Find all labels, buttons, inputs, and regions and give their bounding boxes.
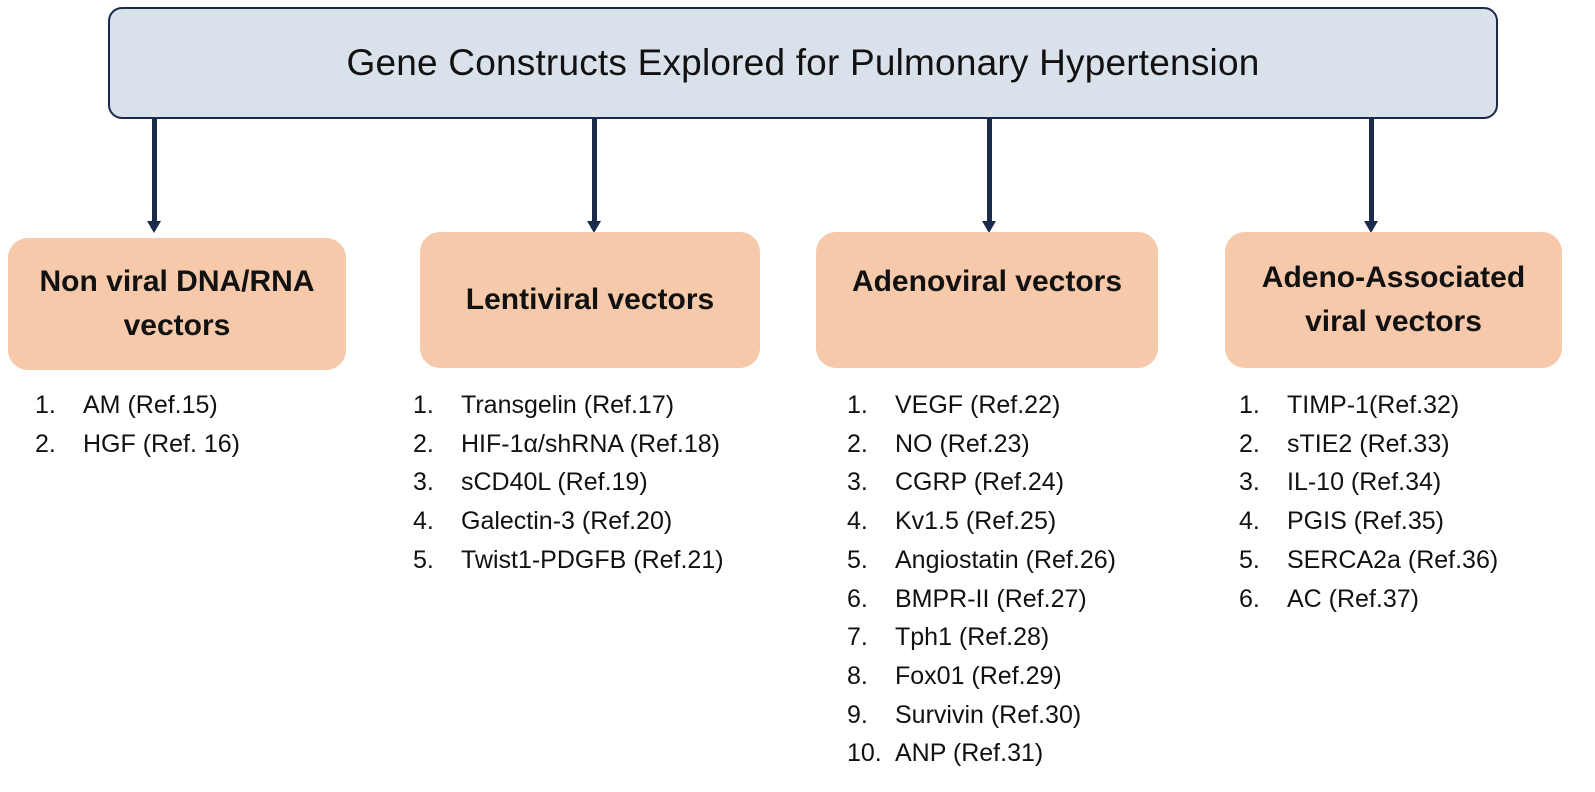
non-viral-list: 1.AM (Ref.15) 2.HGF (Ref. 16) (35, 386, 240, 463)
list-item: 1.TIMP-1(Ref.32) (1239, 391, 1460, 419)
category-adenoviral: Adenoviral vectors (816, 232, 1158, 368)
arrow-to-adenoviral (982, 119, 996, 233)
category-label: Lentiviral vectors (465, 283, 715, 316)
list-item: 6.AC (Ref.37) (1239, 584, 1419, 613)
list-item: 7.Tph1 (Ref.28) (847, 623, 1050, 652)
aav-list: 1.TIMP-1(Ref.32) 2.sTIE2 (Ref.33) 3.IL-1… (1239, 386, 1498, 618)
lentiviral-list: 1.Transgelin (Ref.17) 2.HIF-1α/shRNA (Re… (413, 386, 724, 580)
list-item: 4.Galectin-3 (Ref.20) (413, 507, 673, 536)
arrow-to-aav (1364, 119, 1378, 233)
list-item: 1.AM (Ref.15) (35, 391, 218, 419)
list-item: 2.HGF (Ref. 16) (35, 429, 240, 458)
category-label: Non viral DNA/RNA vectors (39, 265, 315, 342)
list-item: 5.SERCA2a (Ref.36) (1239, 545, 1499, 574)
list-item: 9.Survivin (Ref.30) (847, 700, 1082, 729)
list-item: 1.Transgelin (Ref.17) (413, 391, 675, 419)
category-lentiviral: Lentiviral vectors (420, 232, 760, 368)
adenoviral-list: 1.VEGF (Ref.22) 2.NO (Ref.23) 3.CGRP (Re… (847, 386, 1116, 773)
list-item: 8.Fox01 (Ref.29) (847, 661, 1062, 690)
title-box: Gene Constructs Explored for Pulmonary H… (108, 7, 1498, 119)
category-aav: Adeno-Associated viral vectors (1225, 232, 1562, 368)
list-item: 2.sTIE2 (Ref.33) (1239, 429, 1450, 458)
category-label: Adeno-Associated viral vectors (1261, 261, 1526, 338)
list-item: 3.IL-10 (Ref.34) (1239, 468, 1442, 497)
list-item: 2.HIF-1α/shRNA (Ref.18) (413, 429, 720, 458)
list-item: 5.Angiostatin (Ref.26) (847, 545, 1116, 574)
list-item: 4.PGIS (Ref.35) (1239, 507, 1444, 536)
category-label: Adenoviral vectors (851, 265, 1123, 298)
category-non-viral: Non viral DNA/RNA vectors (8, 238, 346, 370)
list-item: 5.Twist1-PDGFB (Ref.21) (413, 545, 724, 574)
list-item: 2.NO (Ref.23) (847, 429, 1030, 458)
list-item: 3.CGRP (Ref.24) (847, 468, 1065, 497)
arrow-to-lentiviral (587, 119, 601, 233)
list-item: 4.Kv1.5 (Ref.25) (847, 507, 1057, 536)
list-item: 6.BMPR-II (Ref.27) (847, 584, 1087, 613)
list-item: 1.VEGF (Ref.22) (847, 391, 1061, 419)
list-item: 10.ANP (Ref.31) (847, 739, 1044, 768)
list-item: 3.sCD40L (Ref.19) (413, 468, 648, 497)
diagram-title: Gene Constructs Explored for Pulmonary H… (346, 42, 1260, 83)
arrow-to-non-viral (147, 119, 161, 233)
